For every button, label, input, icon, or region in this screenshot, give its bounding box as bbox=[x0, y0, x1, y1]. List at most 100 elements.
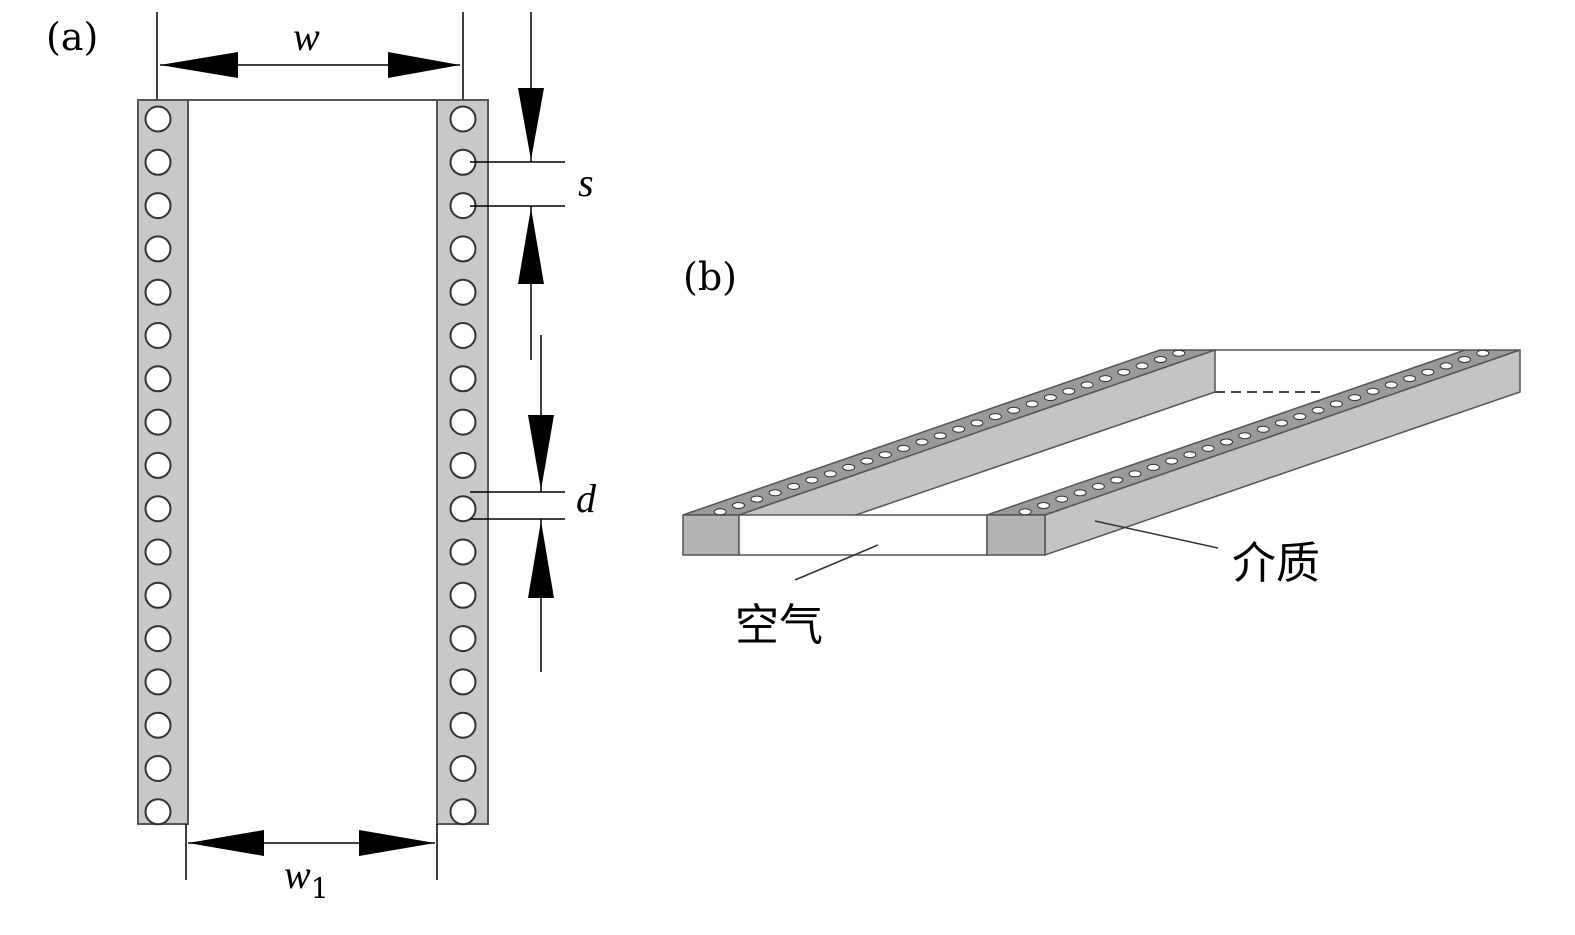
left-via-hole bbox=[144, 451, 172, 479]
right-strip-via-hole bbox=[1256, 425, 1270, 433]
panel-a-top-view: (a) w s d bbox=[46, 12, 597, 905]
left-strip-via-hole bbox=[1025, 400, 1039, 408]
right-strip-via-hole bbox=[1421, 368, 1435, 376]
left-via-hole bbox=[144, 538, 172, 566]
left-strip-via-hole bbox=[860, 457, 874, 465]
s-arrow-bottom bbox=[518, 208, 544, 284]
left-via-hole bbox=[144, 365, 172, 393]
right-via-hole bbox=[449, 105, 477, 133]
left-strip-via-hole bbox=[1135, 362, 1149, 370]
right-strip-via-hole bbox=[1476, 349, 1490, 357]
left-strip-via-hole bbox=[1043, 394, 1057, 402]
right-strip-vias bbox=[1018, 349, 1490, 516]
left-via-hole bbox=[144, 581, 172, 609]
panel-b-label: (b) bbox=[683, 255, 737, 299]
s-label: s bbox=[578, 160, 594, 205]
w1-arrow-left bbox=[188, 830, 264, 856]
right-strip-via-hole bbox=[1311, 406, 1325, 414]
right-via-hole bbox=[449, 451, 477, 479]
panel-b-isometric-view: (b) 空气 介质 bbox=[682, 255, 1521, 651]
right-via-hole bbox=[449, 538, 477, 566]
right-strip-via-hole bbox=[1458, 356, 1471, 363]
right-strip-front-face bbox=[986, 514, 1046, 556]
right-via-hole bbox=[449, 711, 477, 739]
right-via-hole bbox=[449, 322, 477, 349]
left-strip-via-hole bbox=[750, 495, 764, 503]
right-via-hole bbox=[449, 755, 477, 782]
right-via-hole bbox=[449, 235, 477, 263]
left-strip-via-hole bbox=[1154, 356, 1167, 363]
left-strip-via-hole bbox=[768, 489, 782, 497]
right-strip-via-hole bbox=[1037, 502, 1050, 509]
left-strip-via-hole bbox=[878, 451, 892, 459]
air-leader-line bbox=[794, 544, 879, 581]
left-via-hole bbox=[144, 755, 172, 782]
right-strip-via-hole bbox=[1201, 444, 1215, 452]
w-arrow-left bbox=[160, 52, 238, 78]
dielectric-label: 介质 bbox=[1232, 538, 1320, 589]
w1-arrow-right bbox=[359, 830, 435, 856]
d-label: d bbox=[576, 476, 597, 521]
w-label: w bbox=[293, 14, 320, 59]
right-strip-via-hole bbox=[1403, 375, 1417, 383]
left-via-hole bbox=[144, 148, 172, 176]
left-strip-via-hole bbox=[1062, 387, 1076, 395]
right-via-hole bbox=[449, 798, 477, 826]
right-strip-via-hole bbox=[1165, 457, 1179, 465]
w1-label-base: w bbox=[284, 852, 311, 897]
left-strip-via-hole bbox=[1117, 368, 1131, 376]
right-via-hole bbox=[449, 365, 477, 393]
left-strip-via-hole bbox=[915, 438, 929, 446]
right-strip-via-hole bbox=[1329, 400, 1343, 408]
right-via-row bbox=[449, 105, 477, 826]
right-strip-via-hole bbox=[1275, 419, 1288, 427]
left-strip-via-hole bbox=[1172, 349, 1186, 357]
right-strip-via-hole bbox=[1073, 489, 1087, 497]
air-label: 空气 bbox=[735, 600, 823, 651]
d-arrow-bottom bbox=[528, 521, 554, 598]
w-arrow-right bbox=[388, 52, 460, 78]
right-strip-via-hole bbox=[1146, 463, 1160, 471]
right-strip-via-hole bbox=[1091, 482, 1105, 490]
right-via-hole bbox=[449, 668, 477, 696]
left-via-hole bbox=[144, 711, 172, 739]
left-via-hole bbox=[144, 798, 172, 826]
right-strip-via-hole bbox=[1238, 432, 1252, 440]
right-strip-via-hole bbox=[1110, 476, 1124, 484]
left-strip-via-hole bbox=[970, 419, 984, 427]
right-via-hole bbox=[449, 408, 477, 436]
air-gap-top bbox=[739, 350, 1215, 515]
s-arrow-top bbox=[518, 88, 544, 160]
left-strip-via-hole bbox=[713, 508, 727, 516]
left-via-hole bbox=[144, 105, 172, 133]
right-strip-via-hole bbox=[1128, 470, 1142, 478]
left-strip-via-hole bbox=[897, 444, 911, 452]
left-strip-vias bbox=[713, 349, 1186, 516]
right-strip-via-hole bbox=[1439, 362, 1453, 370]
left-strip-via-hole bbox=[933, 432, 947, 440]
right-strip-via-hole bbox=[1018, 508, 1032, 516]
left-via-hole bbox=[144, 192, 172, 220]
left-via-hole bbox=[144, 625, 172, 653]
left-strip-via-hole bbox=[952, 425, 966, 433]
left-via-row bbox=[144, 105, 172, 826]
left-strip-via-hole bbox=[988, 413, 1002, 421]
left-via-hole bbox=[144, 408, 172, 436]
air-front-face bbox=[738, 514, 988, 556]
right-via-hole bbox=[449, 278, 477, 306]
left-strip-via-hole bbox=[1080, 381, 1094, 389]
d-arrow-top bbox=[528, 415, 554, 490]
left-via-hole bbox=[144, 235, 172, 263]
right-strip-via-hole bbox=[1220, 438, 1233, 446]
left-strip-via-hole bbox=[842, 463, 856, 471]
w1-label-subscript: 1 bbox=[311, 872, 329, 905]
left-strip-front-face bbox=[682, 514, 740, 556]
right-strip-via-hole bbox=[1384, 381, 1398, 389]
left-via-hole bbox=[144, 495, 172, 523]
dielectric-leader-line bbox=[1094, 520, 1219, 549]
right-strip-via-hole bbox=[1348, 394, 1362, 402]
right-via-hole bbox=[449, 581, 477, 609]
left-strip-via-hole bbox=[732, 502, 745, 509]
left-via-hole bbox=[144, 668, 172, 696]
